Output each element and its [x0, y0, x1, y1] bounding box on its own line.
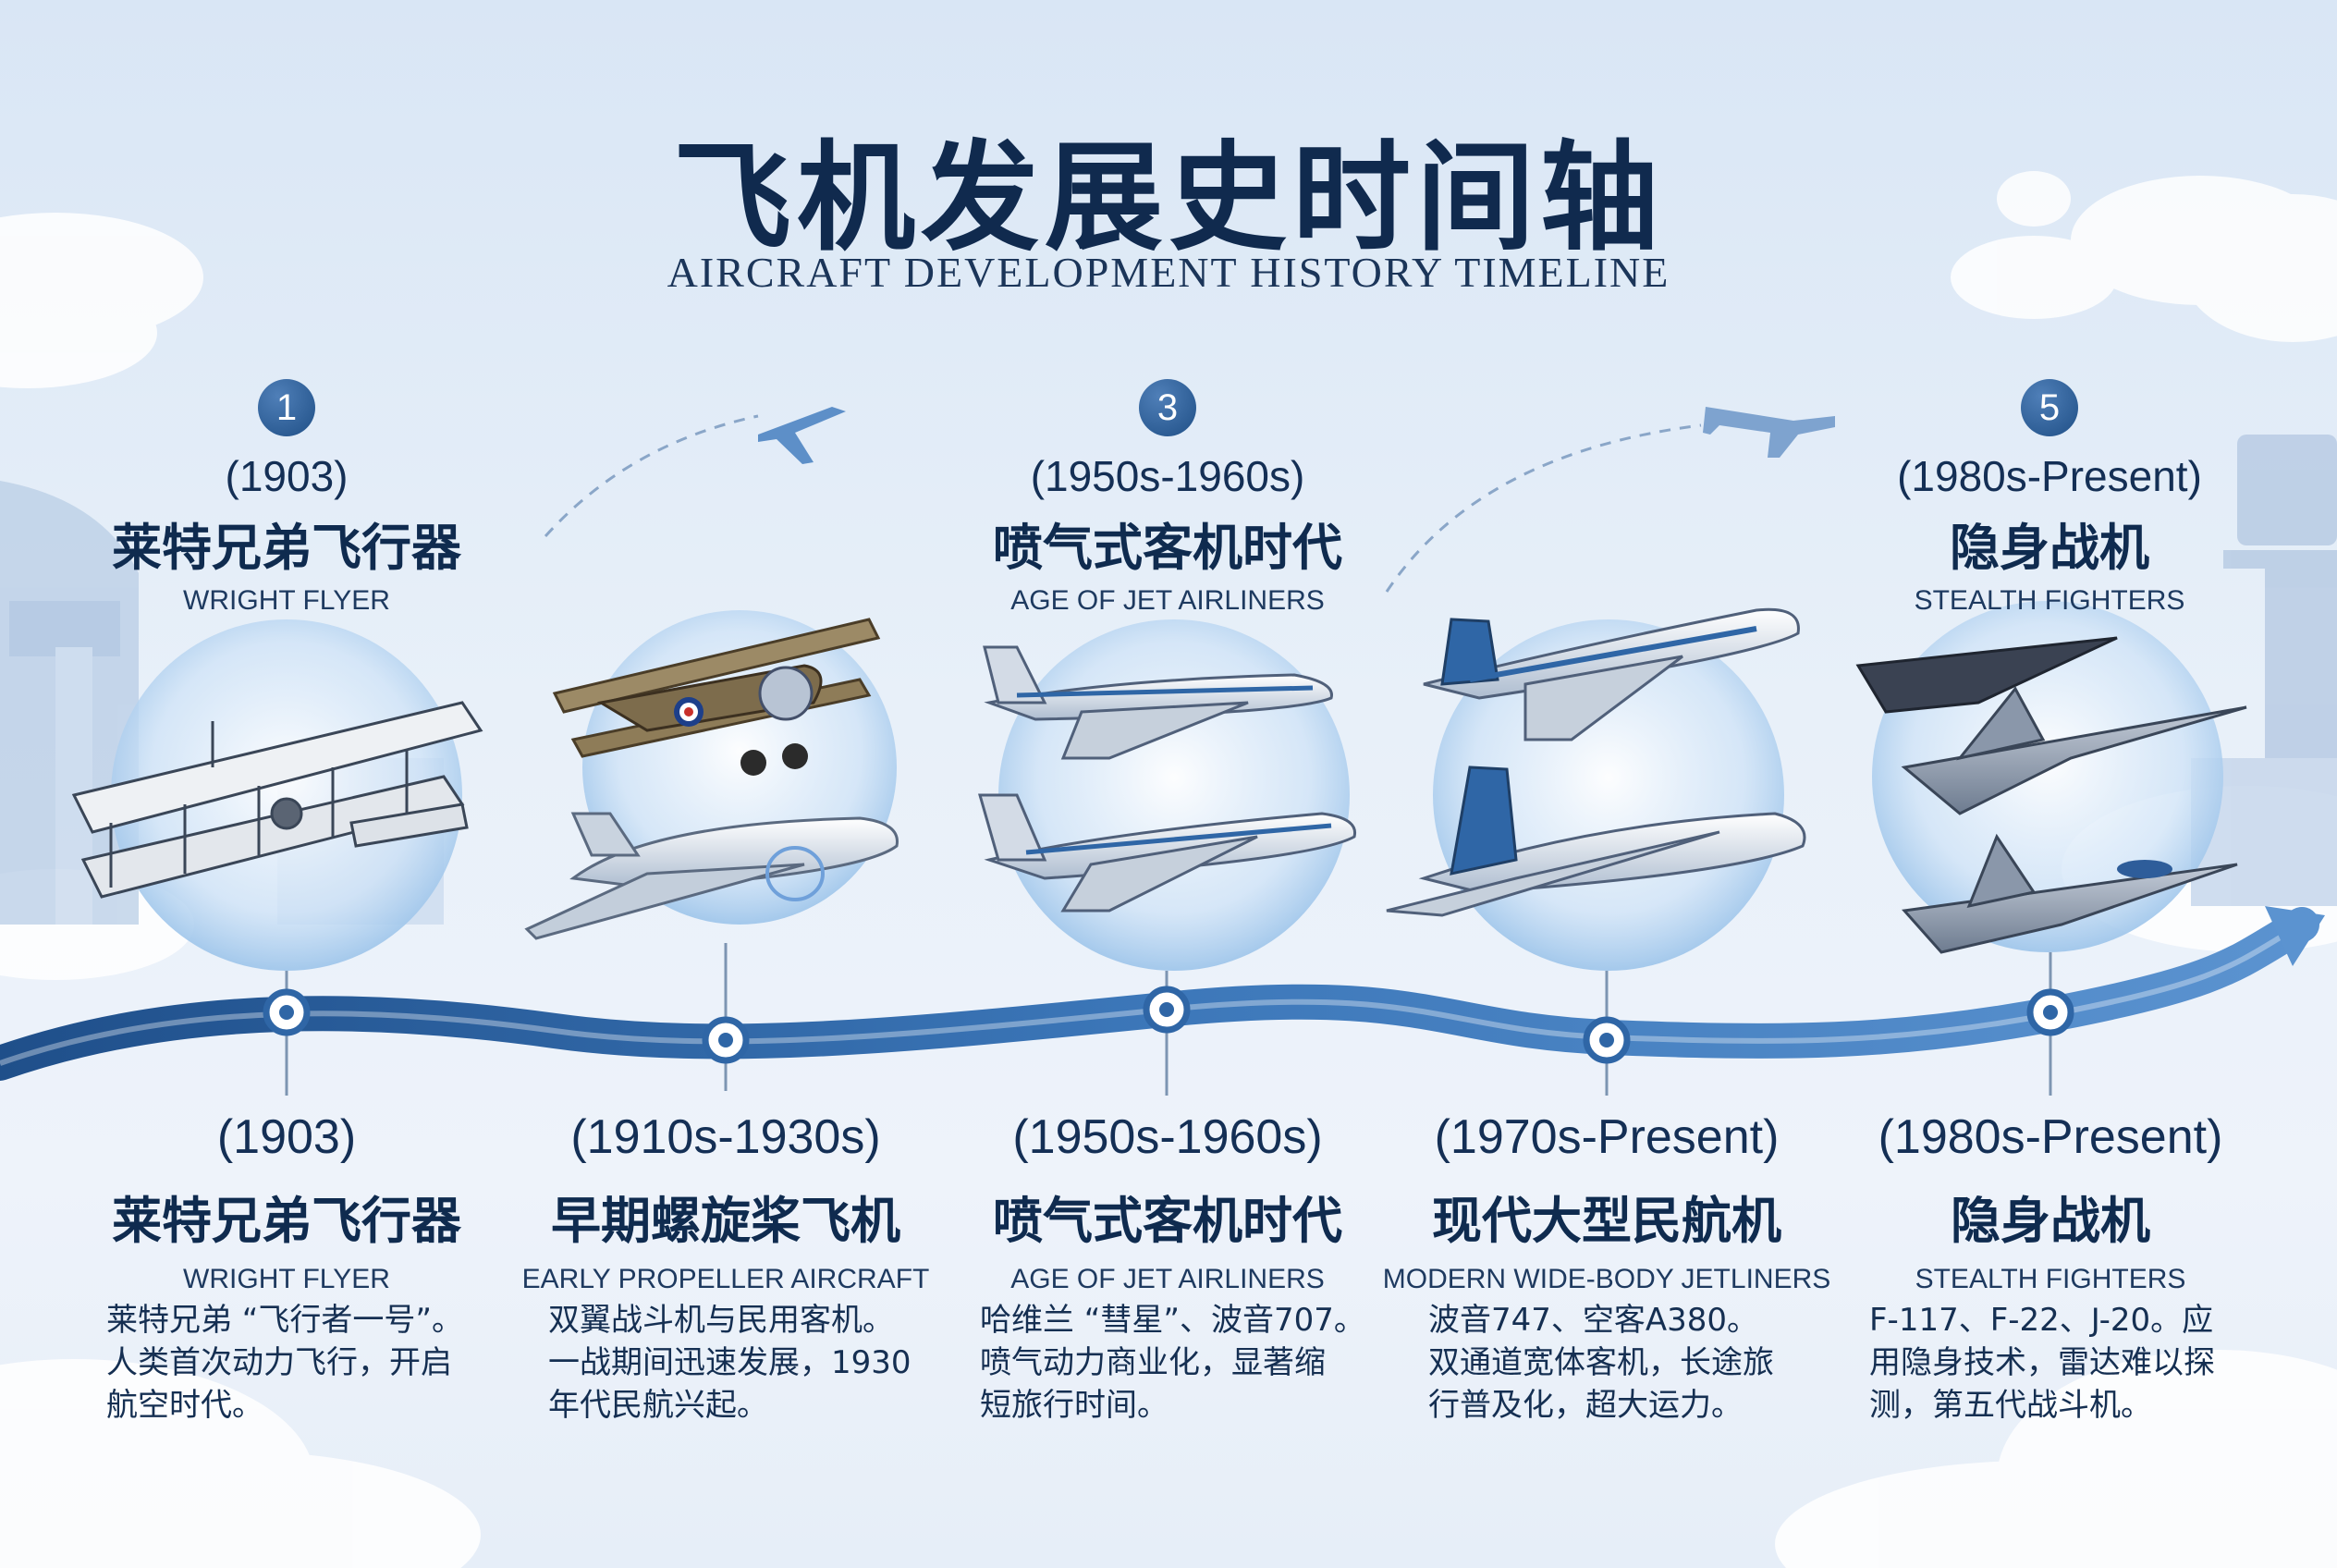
number-badge: 3: [1139, 379, 1196, 436]
milestone-5: (1980s-Present) 隐身战机 STEALTH FIGHTERS: [1810, 1109, 2291, 1295]
top-label-stealth-fighters: 5 (1980s-Present) 隐身战机 STEALTH FIGHTERS: [1809, 379, 2290, 617]
milestone-name-cn: 喷气式客机时代: [993, 1192, 1342, 1250]
milestone-name-en: AGE OF JET AIRLINERS: [1010, 1264, 1325, 1294]
milestone-name-en: MODERN WIDE-BODY JETLINERS: [1382, 1264, 1831, 1294]
number-badge: 1: [258, 379, 315, 436]
milestone-period: (1950s-1960s): [1030, 452, 1305, 500]
biplane-icon: [552, 618, 881, 776]
milestone-description: 波音747、空客A380。 双通道宽体客机，长途旅 行普及化，超大运力。: [1428, 1302, 1774, 1424]
milestone-period: (1980s-Present): [1897, 452, 2202, 500]
milestone-2: (1910s-1930s) 早期螺旋桨飞机 EARLY PROPELLER AI…: [485, 1109, 966, 1295]
milestone-name-en: STEALTH FIGHTERS: [1914, 585, 2185, 616]
top-label-wright-flyer: 1 (1903) 莱特兄弟飞行器 WRIGHT FLYER: [46, 379, 527, 617]
milestone-name-cn: 莱特兄弟飞行器: [112, 1192, 461, 1250]
milestone-period: (1970s-Present): [1434, 1110, 1780, 1164]
flight-paths: [544, 414, 1702, 593]
page-subtitle: AIRCRAFT DEVELOPMENT HISTORY TIMELINE: [667, 249, 1670, 296]
top-label-jet-airliners: 3 (1950s-1960s) 喷气式客机时代 AGE OF JET AIRLI…: [927, 379, 1408, 617]
milestone-name-cn: 喷气式客机时代: [993, 519, 1342, 577]
milestone-name-en: AGE OF JET AIRLINERS: [1010, 585, 1325, 616]
jet-airliner-icon: [978, 645, 1357, 913]
propeller-airliner-icon: [524, 812, 899, 940]
milestone-name-en: STEALTH FIGHTERS: [1915, 1264, 2186, 1294]
stealth-fighter-icon: [1855, 636, 2247, 954]
milestone-description: 莱特兄弟 “飞行者一号”。 人类首次动力飞行，开启 航空时代。: [106, 1302, 464, 1424]
plane-silhouette-icon: [758, 407, 846, 464]
milestone-period: (1950s-1960s): [1012, 1110, 1323, 1164]
milestone-1: (1903) 莱特兄弟飞行器 WRIGHT FLYER: [46, 1109, 527, 1295]
milestone-name-en: WRIGHT FLYER: [183, 585, 390, 616]
milestone-name-cn: 现代大型民航机: [1432, 1192, 1781, 1250]
milestone-name-cn: 早期螺旋桨飞机: [551, 1192, 900, 1250]
milestone-period: (1903): [225, 452, 349, 500]
milestone-name-en: EARLY PROPELLER AIRCRAFT: [521, 1264, 930, 1294]
milestone-period: (1910s-1930s): [570, 1110, 881, 1164]
plane-silhouette-icon: [1703, 407, 1835, 458]
milestone-description: 哈维兰 “彗星”、波音707。 喷气动力商业化，显著缩 短旅行时间。: [980, 1302, 1365, 1424]
number-badge: 5: [2021, 379, 2078, 436]
milestone-name-cn: 莱特兄弟飞行器: [112, 519, 461, 577]
milestone-description: F-117、F-22、J-20。应 用隐身技术，雷达难以探 测，第五代战斗机。: [1869, 1302, 2215, 1424]
milestone-description: 双翼战斗机与民用客机。 一战期间迅速发展，1930 年代民航兴起。: [548, 1302, 912, 1424]
timeline-nodes: [263, 986, 2074, 1064]
milestone-name-cn: 隐身战机: [1950, 519, 2149, 577]
arrow-head: [2265, 906, 2325, 966]
milestone-name-cn: 隐身战机: [1951, 1192, 2150, 1250]
jumbo-jet-icon: [1386, 607, 1806, 917]
milestone-period: (1980s-Present): [1878, 1110, 2223, 1164]
milestone-4: (1970s-Present) 现代大型民航机 MODERN WIDE-BODY…: [1366, 1109, 1847, 1295]
milestone-period: (1903): [216, 1110, 357, 1164]
page-title: 飞机发展史时间轴: [672, 129, 1664, 267]
milestone-name-en: WRIGHT FLYER: [183, 1264, 390, 1294]
wright-flyer-icon: [71, 701, 483, 899]
milestone-3: (1950s-1960s) 喷气式客机时代 AGE OF JET AIRLINE…: [927, 1109, 1408, 1295]
